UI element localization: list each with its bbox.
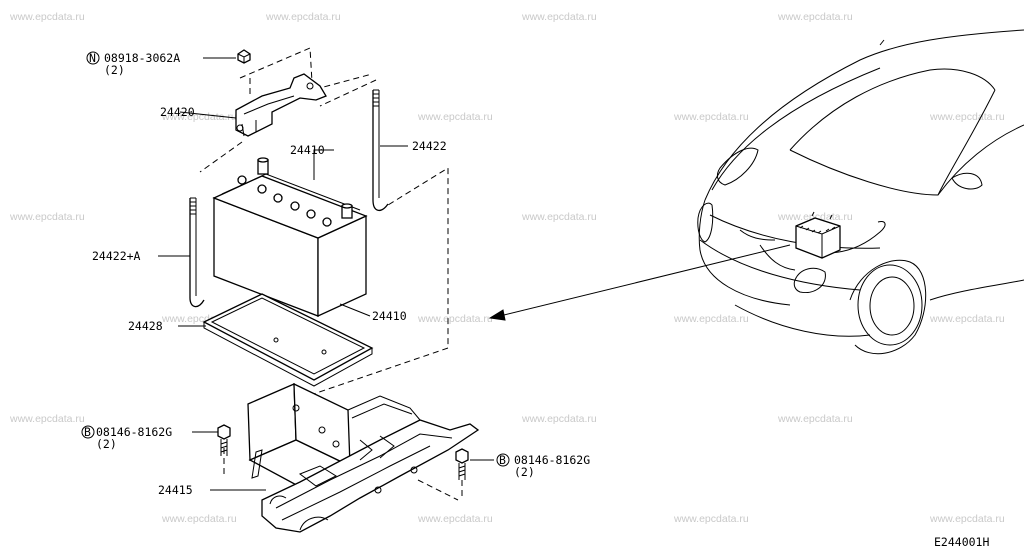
bolt-left-prefix: B: [84, 425, 91, 439]
svg-text:www.epcdata.ru: www.epcdata.ru: [777, 413, 853, 425]
bolt-right-qty: (2): [514, 465, 535, 479]
callout-nut: N 08918-3062A (2): [86, 51, 180, 77]
nut-part-code: 08918-3062A: [104, 51, 180, 65]
svg-text:www.epcdata.ru: www.epcdata.ru: [777, 211, 853, 223]
svg-text:www.epcdata.ru: www.epcdata.ru: [929, 111, 1005, 123]
bolt-left-qty: (2): [96, 437, 117, 451]
nut-qty: (2): [104, 63, 125, 77]
tray-part: [202, 293, 374, 387]
svg-text:www.epcdata.ru: www.epcdata.ru: [673, 313, 749, 325]
battery-side-label: 24410: [372, 309, 407, 323]
battery-part: [212, 157, 368, 318]
bolt-left-symbol-circle: [81, 425, 95, 439]
bracket-label: 24415: [158, 483, 193, 497]
location-arrow: [488, 244, 791, 321]
rod-right-part: [372, 89, 389, 211]
svg-text:www.epcdata.ru: www.epcdata.ru: [777, 11, 853, 23]
bolt-left-part-code: 08146-8162G: [96, 425, 172, 439]
svg-text:www.epcdata.ru: www.epcdata.ru: [929, 313, 1005, 325]
svg-text:www.epcdata.ru: www.epcdata.ru: [929, 513, 1005, 525]
svg-text:www.epcdata.ru: www.epcdata.ru: [521, 413, 597, 425]
svg-text:www.epcdata.ru: www.epcdata.ru: [9, 211, 85, 223]
watermark-grid: www.epcdata.ru www.epcdata.ru www.epcdat…: [9, 11, 1005, 525]
clamp-label: 24420: [160, 105, 195, 119]
bolt-right-prefix: B: [499, 453, 506, 467]
rod-left-label: 24422+A: [92, 249, 141, 263]
clamp-part: [235, 73, 327, 137]
tray-label: 24428: [128, 319, 163, 333]
svg-text:www.epcdata.ru: www.epcdata.ru: [9, 413, 85, 425]
svg-text:www.epcdata.ru: www.epcdata.ru: [161, 513, 237, 525]
svg-text:www.epcdata.ru: www.epcdata.ru: [521, 211, 597, 223]
bracket-part: [247, 382, 480, 533]
diagram-code: E244001H: [934, 535, 989, 549]
rod-right-label: 24422: [412, 139, 447, 153]
nut-part: [237, 49, 251, 64]
callout-bolt-left: B 08146-8162G (2): [81, 425, 172, 451]
rod-left-part: [189, 197, 205, 308]
bolt-right-part: [455, 448, 469, 480]
svg-text:www.epcdata.ru: www.epcdata.ru: [265, 11, 341, 23]
svg-text:www.epcdata.ru: www.epcdata.ru: [417, 513, 493, 525]
svg-text:www.epcdata.ru: www.epcdata.ru: [161, 111, 237, 123]
assembly-guides: [199, 47, 463, 501]
svg-text:www.epcdata.ru: www.epcdata.ru: [9, 11, 85, 23]
battery-top-label: 24410: [290, 143, 325, 157]
svg-text:www.epcdata.ru: www.epcdata.ru: [417, 313, 493, 325]
bolt-right-part-code: 08146-8162G: [514, 453, 590, 467]
bolt-right-symbol-circle: [496, 453, 510, 467]
callout-bolt-right: B 08146-8162G (2): [496, 453, 590, 479]
leader-lines: [158, 57, 494, 491]
svg-text:www.epcdata.ru: www.epcdata.ru: [417, 111, 493, 123]
svg-text:www.epcdata.ru: www.epcdata.ru: [673, 513, 749, 525]
bolt-left-part: [217, 424, 231, 456]
car-illustration: [697, 29, 1024, 355]
nut-symbol-circle: [86, 51, 100, 65]
svg-text:www.epcdata.ru: www.epcdata.ru: [673, 111, 749, 123]
svg-text:www.epcdata.ru: www.epcdata.ru: [521, 11, 597, 23]
nut-prefix: N: [89, 51, 96, 65]
